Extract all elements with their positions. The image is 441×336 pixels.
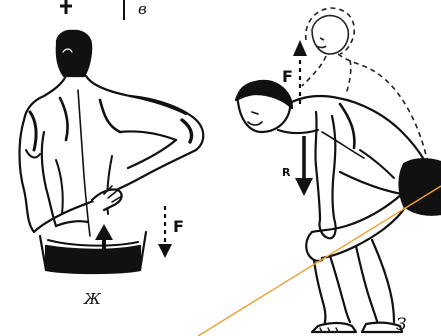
panel-right-caption: З (396, 315, 407, 335)
panel-left-force-arrow: F (158, 206, 184, 258)
top-fragment: в (60, 0, 147, 20)
panel-left-reaction-label: R (84, 256, 93, 269)
panel-right-reaction-arrow: R (282, 136, 313, 196)
panel-right-force-label: F (282, 67, 293, 86)
panel-left-caption: Ж (83, 290, 102, 308)
panel-right-dashed-head (312, 16, 348, 54)
panel-left-force-label: F (173, 217, 184, 236)
panel-left-figure (20, 31, 204, 273)
panel-right-reaction-label: R (282, 166, 291, 179)
top-fragment-letter: в (138, 0, 147, 18)
